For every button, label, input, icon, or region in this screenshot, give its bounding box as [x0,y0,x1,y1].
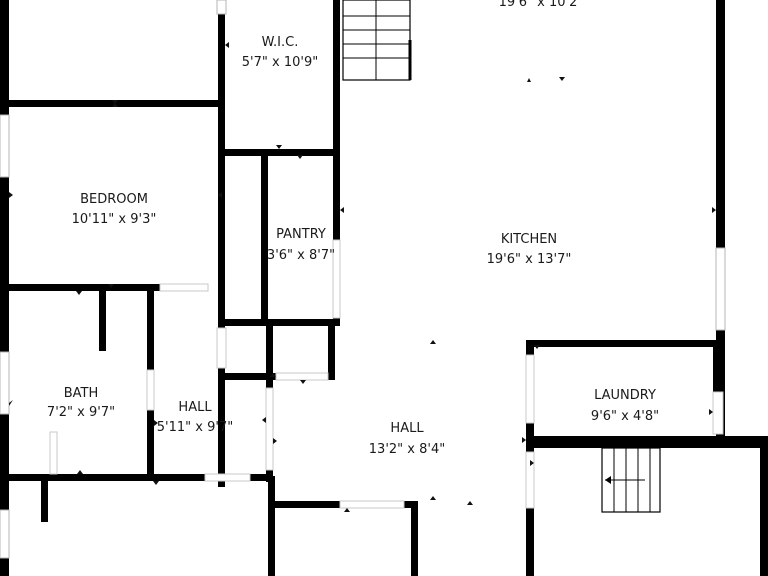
door-openings [49,239,724,509]
bath-name: BATH [64,386,99,401]
kitchen-name: KITCHEN [501,232,557,247]
bedroom-dims: 10'11" x 9'3" [72,212,157,227]
plan-markers [9,42,716,512]
windows [0,0,726,559]
pantry-name: PANTRY [276,227,326,242]
hall-small-name: HALL [178,400,212,415]
wic-name: W.I.C. [262,35,299,50]
laundry-name: LAUNDRY [594,388,656,403]
pantry-dims: 3'6" x 8'7" [267,248,335,263]
bath-dims: 7'2" x 9'7" [47,405,115,420]
kitchen-dims: 19'6" x 13'7" [487,252,572,267]
wic-dims: 5'7" x 10'9" [242,55,318,70]
hall-main-dims: 13'2" x 8'4" [369,442,445,457]
hall-main-name: HALL [390,421,424,436]
bedroom-name: BEDROOM [80,192,148,207]
room-labels: 19'6" x 10'2" W.I.C. 5'7" x 10'9" BEDROO… [47,0,659,457]
hall-small-dims: 5'11" x 9'7" [157,420,233,435]
top-room-dims: 19'6" x 10'2" [499,0,584,10]
staircase-upper [342,0,412,81]
staircase-lower [601,447,661,513]
laundry-dims: 9'6" x 4'8" [591,409,659,424]
